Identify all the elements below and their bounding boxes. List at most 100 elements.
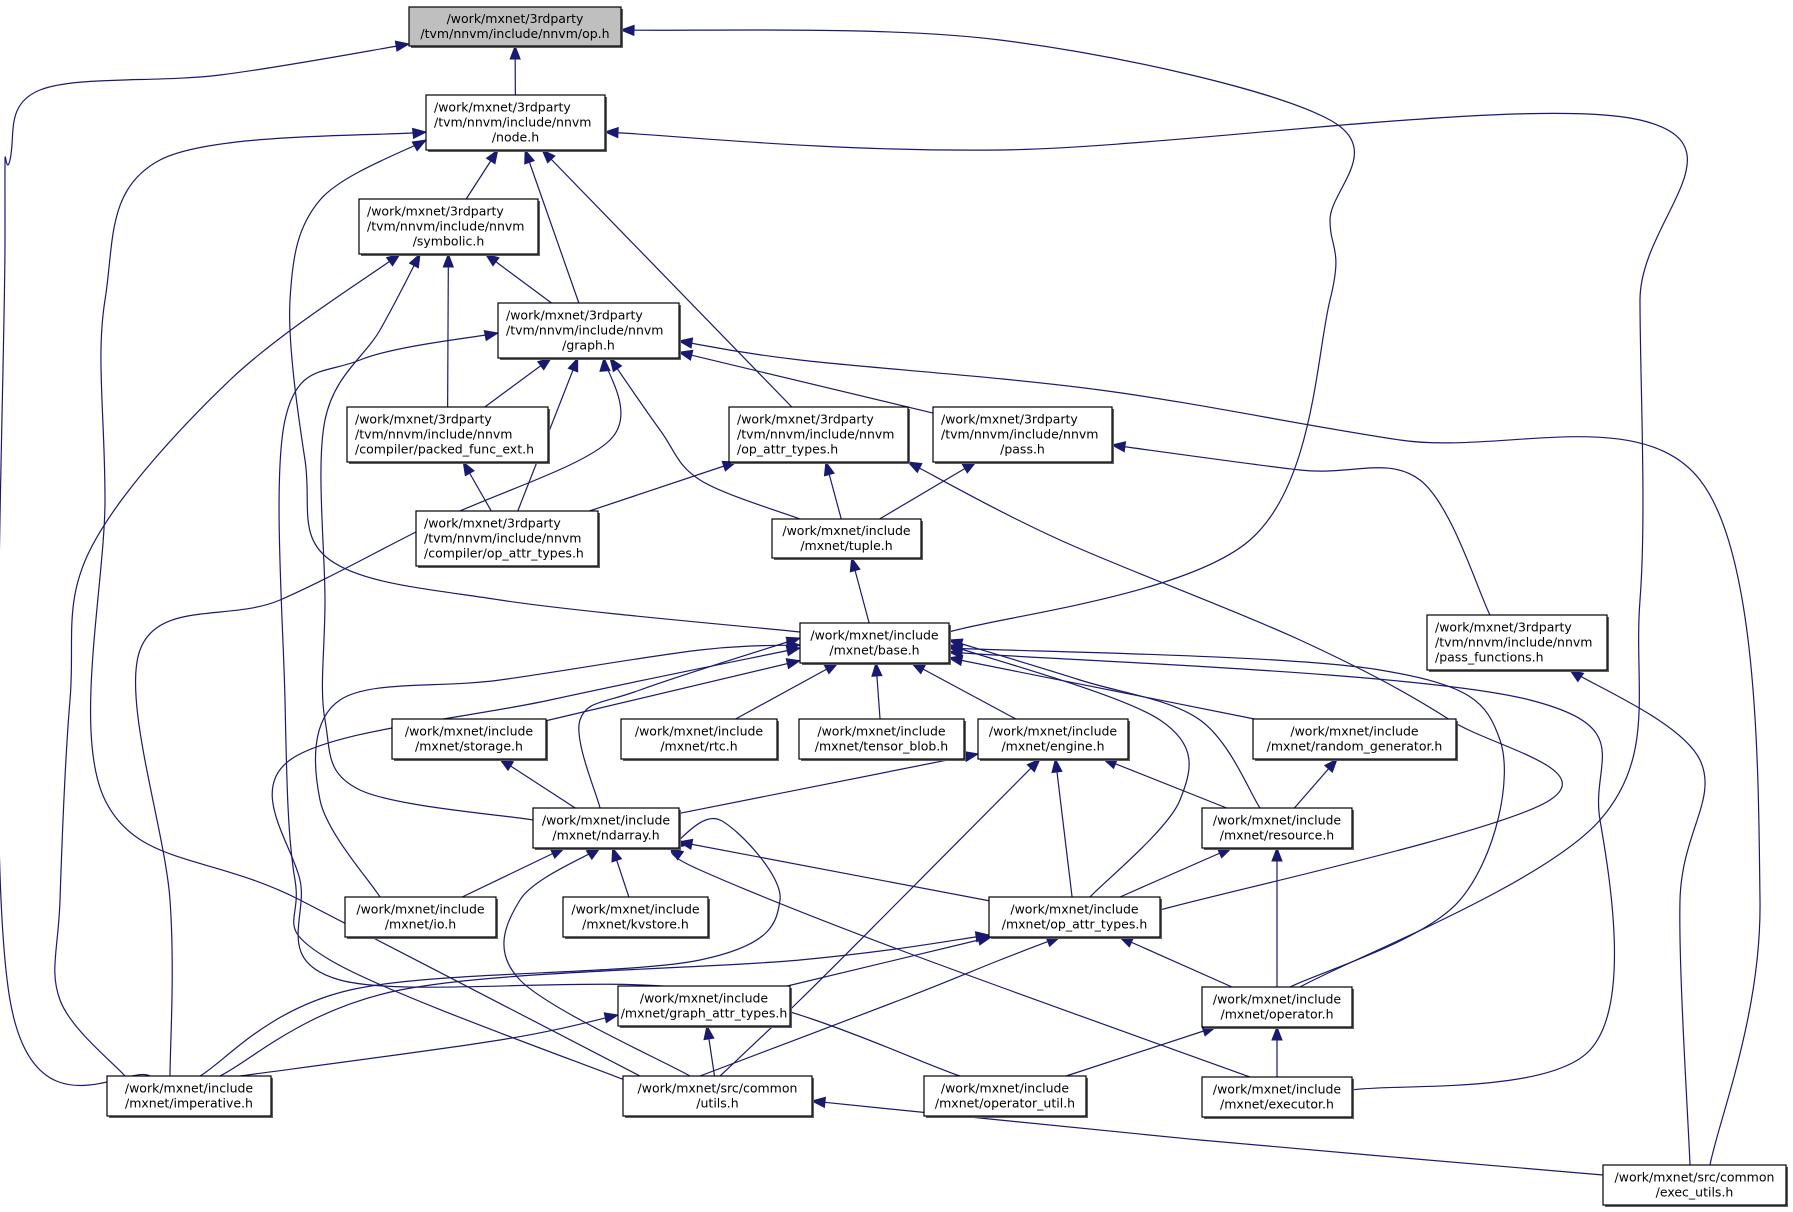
- node-resource-h[interactable]: /work/mxnet/include/mxnet/resource.h: [1201, 807, 1354, 850]
- edge-imperative_h-to-op_h: [0, 40, 411, 1086]
- node-node-h[interactable]: /work/mxnet/3rdparty/tvm/nnvm/include/nn…: [425, 94, 607, 152]
- node-symbolic-h[interactable]: /work/mxnet/3rdparty/tvm/nnvm/include/nn…: [358, 198, 540, 256]
- node-operator-util-h[interactable]: /work/mxnet/include/mxnet/operator_util.…: [923, 1075, 1088, 1118]
- edges-layer: [0, 24, 1761, 1176]
- node-label-line: /compiler/op_attr_types.h: [424, 546, 584, 561]
- node-graph-attr-types-h[interactable]: /work/mxnet/include/mxnet/graph_attr_typ…: [617, 985, 792, 1028]
- node-box[interactable]: [988, 896, 1161, 938]
- node-box[interactable]: [425, 94, 606, 151]
- node-label-line: /tvm/nnvm/include/nnvm: [434, 115, 591, 130]
- node-kvstore-h[interactable]: /work/mxnet/include/mxnet/kvstore.h: [562, 896, 710, 939]
- node-exec-utils-h[interactable]: /work/mxnet/src/common/exec_utils.h: [1602, 1164, 1788, 1207]
- edge-line: [199, 817, 781, 1077]
- edge-exec_utils_h-to-utils_h: [810, 1096, 1604, 1176]
- node-label-line: /graph.h: [562, 338, 615, 353]
- node-label-line: /work/mxnet/include: [356, 902, 485, 917]
- node-box[interactable]: [346, 406, 549, 463]
- node-label-line: /work/mxnet/3rdparty: [941, 412, 1078, 427]
- node-op-h[interactable]: /work/mxnet/3rdparty/tvm/nnvm/include/nn…: [408, 6, 623, 48]
- node-box[interactable]: [977, 718, 1129, 760]
- node-box[interactable]: [415, 510, 599, 567]
- node-box[interactable]: [617, 985, 791, 1027]
- edge-graph_attr_types_h-to-mxnet_op_attr_types_h: [787, 934, 993, 987]
- edge-random_generator_h-to-base_h: [947, 654, 1255, 720]
- node-io-h[interactable]: /work/mxnet/include/mxnet/io.h: [344, 896, 498, 939]
- node-random-generator-h[interactable]: /work/mxnet/include/mxnet/random_generat…: [1252, 718, 1458, 761]
- node-pass-functions-h[interactable]: /work/mxnet/3rdparty/tvm/nnvm/include/nn…: [1426, 614, 1609, 672]
- node-box[interactable]: [106, 1075, 272, 1117]
- node-rtc-h[interactable]: /work/mxnet/include/mxnet/rtc.h: [620, 718, 779, 761]
- node-box[interactable]: [1252, 718, 1457, 760]
- edge-utils_h-to-node_h: [89, 127, 641, 1077]
- node-label-line: /compiler/packed_func_ext.h: [355, 442, 534, 457]
- node-storage-h[interactable]: /work/mxnet/include/mxnet/storage.h: [391, 718, 548, 761]
- node-box[interactable]: [562, 896, 709, 938]
- edge-storage_h-to-base_h: [545, 658, 802, 722]
- node-box[interactable]: [622, 1075, 813, 1117]
- node-box[interactable]: [344, 896, 497, 938]
- node-label-line: /work/mxnet/include: [1213, 992, 1342, 1007]
- edge-executor_h-to-operator_h: [1271, 1025, 1283, 1077]
- node-nnvm-op-attr-types-h[interactable]: /work/mxnet/3rdparty/tvm/nnvm/include/nn…: [728, 406, 910, 464]
- node-utils-h[interactable]: /work/mxnet/src/common/utils.h: [622, 1075, 814, 1118]
- node-label-line: /work/mxnet/3rdparty: [737, 412, 874, 427]
- edge-ndarray_h-to-symbolic_h: [320, 252, 534, 821]
- node-label-line: /mxnet/base.h: [829, 643, 919, 658]
- node-tensor-blob-h[interactable]: /work/mxnet/include/mxnet/tensor_blob.h: [798, 718, 966, 761]
- node-executor-h[interactable]: /work/mxnet/include/mxnet/executor.h: [1201, 1076, 1354, 1119]
- node-ndarray-h[interactable]: /work/mxnet/include/mxnet/ndarray.h: [532, 807, 681, 850]
- edge-line: [461, 847, 565, 898]
- edge-resource_h-to-random_generator_h: [1293, 757, 1338, 809]
- node-graph-h[interactable]: /work/mxnet/3rdparty/tvm/nnvm/include/nn…: [497, 302, 681, 360]
- edge-imperative_h-to-symbolic_h: [54, 253, 402, 1077]
- node-imperative-h[interactable]: /work/mxnet/include/mxnet/imperative.h: [106, 1075, 273, 1118]
- node-box[interactable]: [1201, 986, 1353, 1028]
- node-box[interactable]: [1201, 1076, 1353, 1118]
- node-label-line: /mxnet/tensor_blob.h: [815, 739, 948, 754]
- edge-line: [669, 847, 1251, 1078]
- node-label-line: /tvm/nnvm/include/nnvm: [506, 323, 663, 338]
- node-box[interactable]: [408, 6, 622, 47]
- edge-operator_h-to-mxnet_op_attr_types_h: [1118, 936, 1233, 988]
- arrowhead-icon: [906, 461, 923, 474]
- node-pass-h[interactable]: /work/mxnet/3rdparty/tvm/nnvm/include/nn…: [932, 406, 1114, 464]
- node-tuple-h[interactable]: /work/mxnet/include/mxnet/tuple.h: [771, 518, 923, 560]
- node-label-line: /exec_utils.h: [1656, 1185, 1734, 1200]
- edge-imperative_h-to-graph_attr_types_h: [239, 1012, 620, 1077]
- node-box[interactable]: [532, 807, 680, 849]
- node-box[interactable]: [620, 718, 778, 760]
- edge-line: [589, 461, 737, 512]
- node-mxnet-op-attr-types-h[interactable]: /work/mxnet/include/mxnet/op_attr_types.…: [988, 896, 1162, 939]
- node-base-h[interactable]: /work/mxnet/include/mxnet/base.h: [799, 622, 951, 665]
- node-box[interactable]: [932, 406, 1113, 463]
- node-box[interactable]: [1602, 1164, 1787, 1206]
- edge-mxnet_op_attr_types_h-to-base_h: [947, 644, 1190, 898]
- node-box[interactable]: [771, 518, 922, 559]
- edge-line: [948, 644, 1190, 898]
- edge-line: [948, 647, 1505, 988]
- node-box[interactable]: [497, 302, 680, 359]
- edge-mxnet_op_attr_types_h-to-engine_h: [1051, 757, 1073, 898]
- edge-line: [1111, 444, 1491, 616]
- node-box[interactable]: [358, 198, 539, 255]
- node-box[interactable]: [391, 718, 547, 760]
- arrowhead-icon: [1110, 441, 1127, 453]
- edge-mxnet_op_attr_types_h-to-resource_h: [1119, 847, 1233, 898]
- arrowhead-icon: [963, 750, 980, 763]
- node-compiler-op-attr-types-h[interactable]: /work/mxnet/3rdparty/tvm/nnvm/include/nn…: [415, 510, 600, 568]
- node-label-line: /mxnet/imperative.h: [125, 1096, 253, 1111]
- node-box[interactable]: [728, 406, 909, 463]
- node-operator-h[interactable]: /work/mxnet/include/mxnet/operator.h: [1201, 986, 1354, 1029]
- edge-line: [278, 332, 641, 1087]
- node-box[interactable]: [798, 718, 965, 760]
- edge-line: [54, 253, 401, 1077]
- node-label-line: /node.h: [492, 130, 539, 145]
- node-engine-h[interactable]: /work/mxnet/include/mxnet/engine.h: [977, 718, 1130, 761]
- arrowhead-icon: [947, 647, 963, 659]
- node-box[interactable]: [1426, 614, 1608, 671]
- node-packed-func-ext-h[interactable]: /work/mxnet/3rdparty/tvm/nnvm/include/nn…: [346, 406, 550, 464]
- node-box[interactable]: [799, 622, 950, 664]
- node-box[interactable]: [923, 1075, 1087, 1117]
- node-box[interactable]: [1201, 807, 1353, 849]
- edge-utils_h-to-graph_h: [278, 329, 641, 1087]
